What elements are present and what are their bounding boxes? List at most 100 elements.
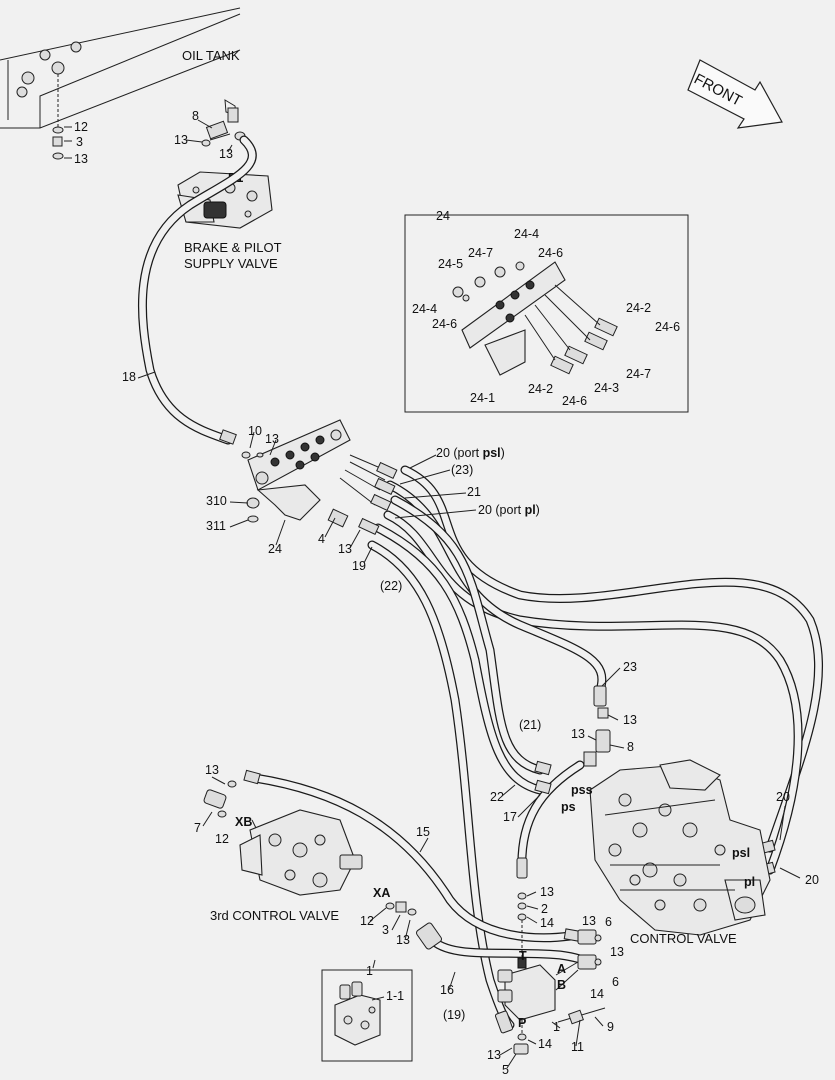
port-a-label: A [557,962,566,976]
callout-13: 13 [338,542,352,556]
callout-17: 17 [503,810,517,824]
callout-12: 12 [74,120,88,134]
callout-14: 14 [538,1037,552,1051]
callout-24-4: 24-4 [514,227,539,241]
port-pss-label: pss [571,783,593,797]
port-pl-label: pl [744,875,755,889]
oil-tank [0,7,241,129]
callout-13: 13 [205,763,219,777]
front-arrow-icon [687,59,783,129]
hose-15 [250,773,575,943]
hose-21 [390,495,545,775]
callout-4: 4 [318,532,325,546]
callout-24-7: 24-7 [626,367,651,381]
callout-24-6: 24-6 [538,246,563,260]
callout-310: 310 [206,494,227,508]
callout-14: 14 [540,916,554,930]
callout-20-pl: 20 (port pl) [478,503,540,517]
hose-20-pl [383,510,803,875]
callout-13: 13 [571,727,585,741]
callout-8: 8 [192,109,199,123]
callout-13: 13 [582,914,596,928]
detail-box-1 [321,969,413,1062]
callout-13: 13 [219,147,233,161]
hose-fittings [219,429,776,1034]
callout-24-6: 24-6 [432,317,457,331]
callout-12: 12 [215,832,229,846]
callout-7: 7 [194,821,201,835]
callout-13: 13 [540,885,554,899]
control-valve [589,759,771,936]
brake-pilot-supply-valve [177,99,273,229]
callout-18: 18 [122,370,136,384]
oil-tank-label: OIL TANK [182,48,240,63]
callout-24-5: 24-5 [438,257,463,271]
callout-1: 1 [553,1020,560,1034]
callout-24: 24 [268,542,282,556]
port-t-label: T [519,949,527,963]
callout-24-1: 24-1 [470,391,495,405]
hose-16 [425,933,595,969]
hose-18 [137,135,257,445]
callout-24-6: 24-6 [655,320,680,334]
callout-13: 13 [396,933,410,947]
callout-24-6: 24-6 [562,394,587,408]
detail-box-24 [404,214,689,413]
callout-6: 6 [605,915,612,929]
brake-pilot-label-2: SUPPLY VALVE [184,256,278,271]
callout-24-7: 24-7 [468,246,493,260]
callout-3: 3 [382,923,389,937]
hose-19 [367,540,515,1030]
callout-20-psl: 20 (port psl) [436,446,505,460]
callout-6: 6 [612,975,619,989]
callout-23: 23 [623,660,637,674]
port-xa-label: XA [373,886,390,900]
callout-10: 10 [248,424,262,438]
callout-1-box: 1 [366,964,373,978]
hose-22 [373,523,545,795]
callout-20: 20 [805,873,819,887]
callout-15: 15 [416,825,430,839]
callout-21-paren: (21) [519,718,541,732]
callout-14: 14 [590,987,604,1001]
callout-24-3: 24-3 [594,381,619,395]
callout-13: 13 [610,945,624,959]
port-xb-label: XB [235,815,252,829]
callout-13: 13 [74,152,88,166]
port-b-label: B [557,978,566,992]
callout-20: 20 [776,790,790,804]
callout-22-paren: (22) [380,579,402,593]
callout-24-2: 24-2 [528,382,553,396]
callout-13: 13 [174,133,188,147]
tee-fitting-8 [583,707,611,767]
callout-11: 11 [571,1040,584,1054]
callout-8: 8 [627,740,634,754]
callout-22: 22 [490,790,504,804]
third-control-valve [203,780,417,916]
selector-valve-1 [497,892,606,1055]
callout-1-1: 1-1 [386,989,404,1003]
callout-3: 3 [76,135,83,149]
leader-lines [137,119,801,1069]
callout-21: 21 [467,485,481,499]
port-ps-label: ps [561,800,576,814]
callout-24-box: 24 [436,209,450,223]
port-psl-label: psl [732,846,750,860]
brake-pilot-label-1: BRAKE & PILOT [184,240,282,255]
callout-12: 12 [360,914,374,928]
hose-20-psl [400,465,824,853]
callout-19: 19 [352,559,366,573]
callout-19-paren: (19) [443,1008,465,1022]
callout-13: 13 [487,1048,501,1062]
callout-24-4: 24-4 [412,302,437,316]
callout-311: 311 [206,519,226,533]
port-p-label: P [518,1016,526,1030]
callout-23-paren: (23) [451,463,473,477]
callout-2: 2 [541,902,548,916]
callout-13: 13 [265,432,279,446]
hose-17 [517,760,585,875]
callout-13: 13 [623,713,637,727]
port-plate-24 [241,419,398,535]
